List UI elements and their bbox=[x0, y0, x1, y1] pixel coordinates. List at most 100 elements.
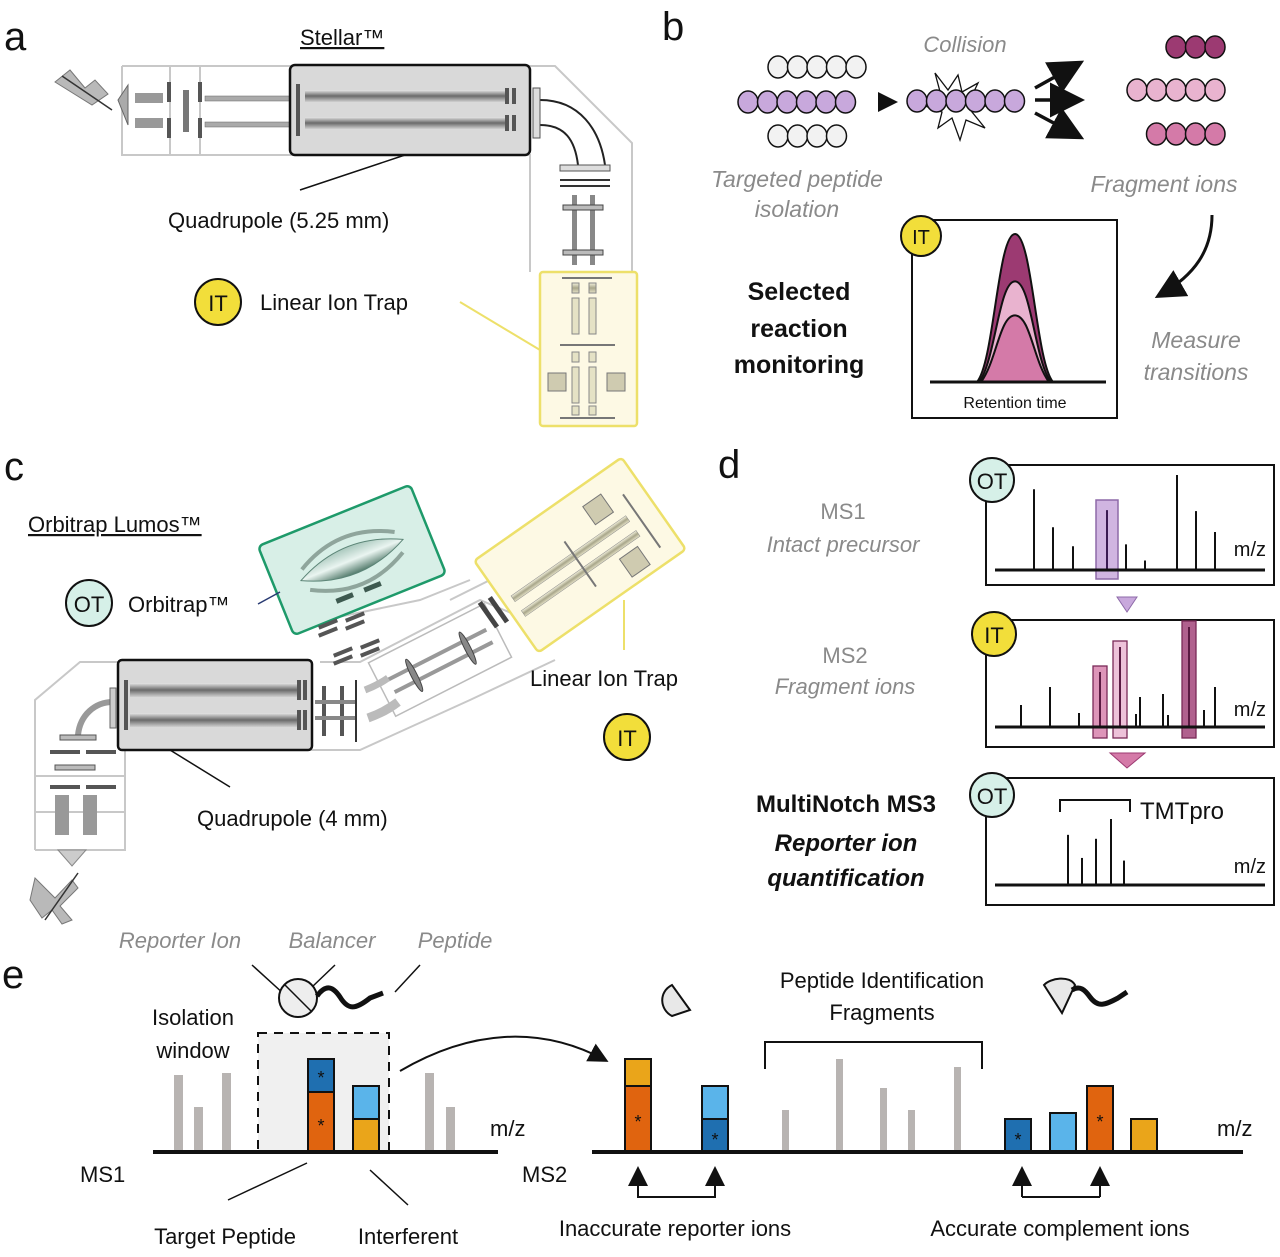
ms1-label-e: MS1 bbox=[80, 1162, 125, 1187]
peptide-bead bbox=[845, 55, 867, 79]
colliding-bead bbox=[925, 89, 948, 113]
tmtpro-bracket bbox=[1059, 799, 1131, 812]
svg-text:IT: IT bbox=[984, 623, 1004, 648]
ms3-spectrum: TMTpro m/z OT bbox=[969, 772, 1275, 906]
ms3-subtitle-2: quantification bbox=[767, 865, 924, 892]
balancer-label: Balancer bbox=[289, 928, 378, 953]
srm-title-2: reaction bbox=[750, 315, 847, 343]
quadrupole-pointer bbox=[299, 154, 406, 191]
source-optics-c bbox=[50, 734, 116, 867]
panel-e: e Reporter Ion Balancer Peptide Isolatio… bbox=[2, 928, 1252, 1249]
ms2-spectrum: m/z IT bbox=[971, 611, 1275, 748]
lumos-title: Orbitrap Lumos™ bbox=[28, 512, 202, 537]
peptide-bead bbox=[825, 55, 848, 79]
isolation-label-1: Targeted peptide bbox=[711, 166, 883, 192]
peptide-bead bbox=[767, 124, 789, 148]
quadrupole-stellar bbox=[288, 63, 532, 157]
colliding-bead bbox=[964, 89, 987, 113]
lens-stack bbox=[315, 680, 357, 742]
it-badge-a: IT bbox=[194, 278, 242, 326]
quadrupole-label-c: Quadrupole (4 mm) bbox=[197, 806, 388, 831]
colliding-bead bbox=[984, 89, 1006, 113]
arrow-to-collision-icon bbox=[878, 92, 898, 112]
measure-arrow-icon bbox=[1154, 214, 1214, 298]
reporter-ion-label: Reporter Ion bbox=[119, 928, 241, 953]
ion-trap-entrance-lens bbox=[477, 595, 510, 629]
ms2-label-e: MS2 bbox=[522, 1162, 567, 1187]
ion-trap-label-c: Linear Ion Trap bbox=[530, 666, 678, 691]
ot-badge-d1: OT bbox=[969, 457, 1015, 503]
it-badge-b: IT bbox=[900, 215, 942, 257]
svg-text:*: * bbox=[317, 1068, 324, 1088]
fragment-label: Fragment ions bbox=[1090, 171, 1238, 197]
ms3-axis-label: m/z bbox=[1234, 856, 1266, 878]
peptide-bead bbox=[776, 90, 798, 114]
interferent-label: Interferent bbox=[358, 1224, 458, 1249]
quadrupole-label-a: Quadrupole (5.25 mm) bbox=[168, 208, 389, 233]
ms2-subtitle: Fragment ions bbox=[775, 674, 916, 699]
svg-text:IT: IT bbox=[208, 291, 228, 316]
svg-text:*: * bbox=[317, 1116, 324, 1136]
isolation-label-2: isolation bbox=[755, 196, 839, 222]
svg-text:*: * bbox=[1014, 1130, 1021, 1150]
srm-title-3: monitoring bbox=[734, 351, 865, 379]
svg-text:*: * bbox=[634, 1112, 641, 1132]
fragment-bead bbox=[1204, 122, 1226, 146]
ms2-axis-label: m/z bbox=[1234, 699, 1266, 721]
ot-badge-c: OT bbox=[65, 579, 113, 627]
peptide-bead bbox=[756, 90, 779, 114]
orbitrap-pointer bbox=[257, 591, 281, 605]
peptide-bead bbox=[786, 124, 809, 148]
fragment-bead bbox=[1145, 122, 1168, 146]
colliding-bead bbox=[945, 89, 967, 113]
ms2-to-ms3-arrow-icon bbox=[1108, 752, 1147, 769]
ot-badge-d3: OT bbox=[969, 772, 1015, 818]
stellar-title: Stellar™ bbox=[300, 25, 384, 50]
srm-chromatogram: Retention time IT bbox=[900, 215, 1118, 419]
reporter-fragment-icon bbox=[661, 983, 692, 1018]
svg-text:IT: IT bbox=[617, 726, 637, 751]
ms1-to-ms2-arrow-icon-e bbox=[399, 1035, 609, 1072]
c-trap-optics bbox=[317, 611, 381, 666]
panel-letter-c: c bbox=[4, 445, 24, 489]
panel-letter-b: b bbox=[662, 5, 684, 49]
peptide-bead bbox=[806, 124, 828, 148]
fragment-bead bbox=[1184, 122, 1207, 146]
peptide-label: Peptide bbox=[418, 928, 493, 953]
panel-letter-d: d bbox=[718, 443, 740, 487]
ms2-axis-label-e: m/z bbox=[1217, 1116, 1252, 1141]
ms1-title: MS1 bbox=[820, 499, 865, 524]
fragmentation-arrows bbox=[1034, 60, 1085, 140]
isolation-window-label-1: Isolation bbox=[152, 1005, 234, 1030]
svg-text:OT: OT bbox=[74, 592, 105, 617]
peptide-bead bbox=[825, 124, 848, 148]
peptide-bead bbox=[806, 55, 828, 79]
linear-ion-trap-lumos bbox=[474, 457, 686, 653]
ms3-title: MultiNotch MS3 bbox=[756, 791, 936, 818]
ion-source-icon bbox=[54, 69, 129, 126]
linear-ion-trap-stellar bbox=[538, 270, 639, 428]
panel-d: d MS1 Intact precursor MS2 Fragment ions… bbox=[718, 443, 1275, 906]
ion-trap-label-a: Linear Ion Trap bbox=[260, 290, 408, 315]
peptide-bead bbox=[815, 90, 837, 114]
ion-source-icon-c bbox=[29, 872, 79, 925]
fragment-bead bbox=[1165, 35, 1187, 59]
srm-title-1: Selected bbox=[748, 278, 851, 306]
peptide-bead bbox=[786, 55, 809, 79]
inaccurate-label: Inaccurate reporter ions bbox=[559, 1216, 791, 1241]
svg-text:*: * bbox=[1096, 1112, 1103, 1132]
svg-text:IT: IT bbox=[912, 227, 930, 249]
fragment-bead bbox=[1204, 78, 1226, 102]
ms1-axis-label: m/z bbox=[1234, 539, 1266, 561]
it-badge-c: IT bbox=[603, 713, 651, 761]
svg-text:*: * bbox=[711, 1130, 718, 1150]
panel-letter-e: e bbox=[2, 953, 24, 997]
quadrupole-lumos bbox=[116, 658, 314, 752]
fragment-bead bbox=[1184, 78, 1207, 102]
orbitrap-label: Orbitrap™ bbox=[128, 592, 229, 617]
colliding-peptide bbox=[906, 89, 1026, 113]
ms3-subtitle-1: Reporter ion bbox=[775, 830, 918, 857]
retention-time-label: Retention time bbox=[963, 395, 1066, 412]
peptide-bead bbox=[767, 55, 789, 79]
